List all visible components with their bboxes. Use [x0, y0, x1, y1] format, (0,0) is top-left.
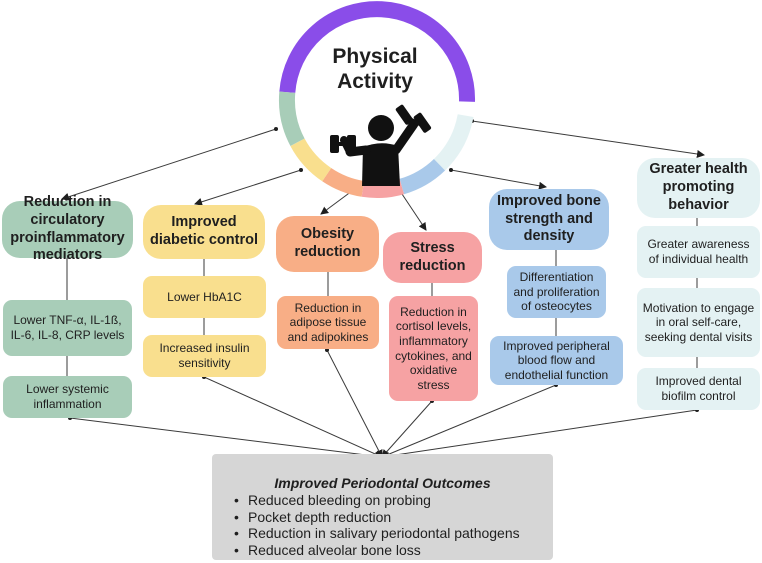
outcome-list: Reduced bleeding on probing Pocket depth…	[212, 492, 553, 558]
ring-segment	[433, 113, 474, 171]
item-adipose-reduction: Reduction in adipose tissue and adipokin…	[277, 296, 379, 349]
header-diabetic-control: Improved diabetic control	[143, 205, 265, 259]
periodontal-outcomes-box: Improved Periodontal Outcomes Reduced bl…	[212, 454, 553, 560]
item-lower-systemic-inflammation: Lower systemic inflammation	[3, 376, 132, 418]
ring-arc-main	[279, 1, 476, 102]
ring-segment	[322, 167, 365, 197]
header-obesity-reduction: Obesity reduction	[276, 216, 379, 272]
item-oral-self-care: Motivation to engage in oral self-care, …	[637, 288, 760, 357]
header-health-behavior: Greater health promoting behavior	[637, 158, 760, 218]
ring-segment	[361, 178, 405, 198]
ring-segment	[278, 91, 305, 147]
outcome-title: Improved Periodontal Outcomes	[274, 475, 491, 491]
item-cortisol-reduction: Reduction in cortisol levels, inflammato…	[389, 296, 478, 401]
item-lower-cytokines: Lower TNF-α, IL-1ß, IL-6, IL-8, CRP leve…	[3, 300, 132, 356]
ring-segment	[290, 138, 332, 182]
header-stress-reduction: Stress reduction	[383, 232, 482, 283]
item-blood-flow: Improved peripheral blood flow and endot…	[490, 336, 623, 385]
header-inflammatory-mediators: Reduction in circulatory proinflammatory…	[2, 194, 133, 263]
outcome-item: Reduction in salivary periodontal pathog…	[248, 525, 553, 542]
header-bone-strength: Improved bone strength and density	[489, 189, 609, 250]
ring-segment	[399, 158, 446, 195]
ring-segments	[278, 1, 476, 198]
item-lower-hba1c: Lower HbA1C	[143, 276, 266, 318]
item-health-awareness: Greater awareness of individual health	[637, 226, 760, 278]
outcome-item: Reduced alveolar bone loss	[248, 542, 553, 559]
outcome-item: Reduced bleeding on probing	[248, 492, 553, 509]
weightlifter-icon	[330, 104, 432, 186]
item-biofilm-control: Improved dental biofilm control	[637, 368, 760, 410]
item-insulin-sensitivity: Increased insulin sensitivity	[143, 335, 266, 377]
center-title: Physical Activity	[332, 45, 418, 94]
outcome-item: Pocket depth reduction	[248, 509, 553, 526]
item-osteocytes: Differentiation and proliferation of ost…	[507, 266, 606, 318]
